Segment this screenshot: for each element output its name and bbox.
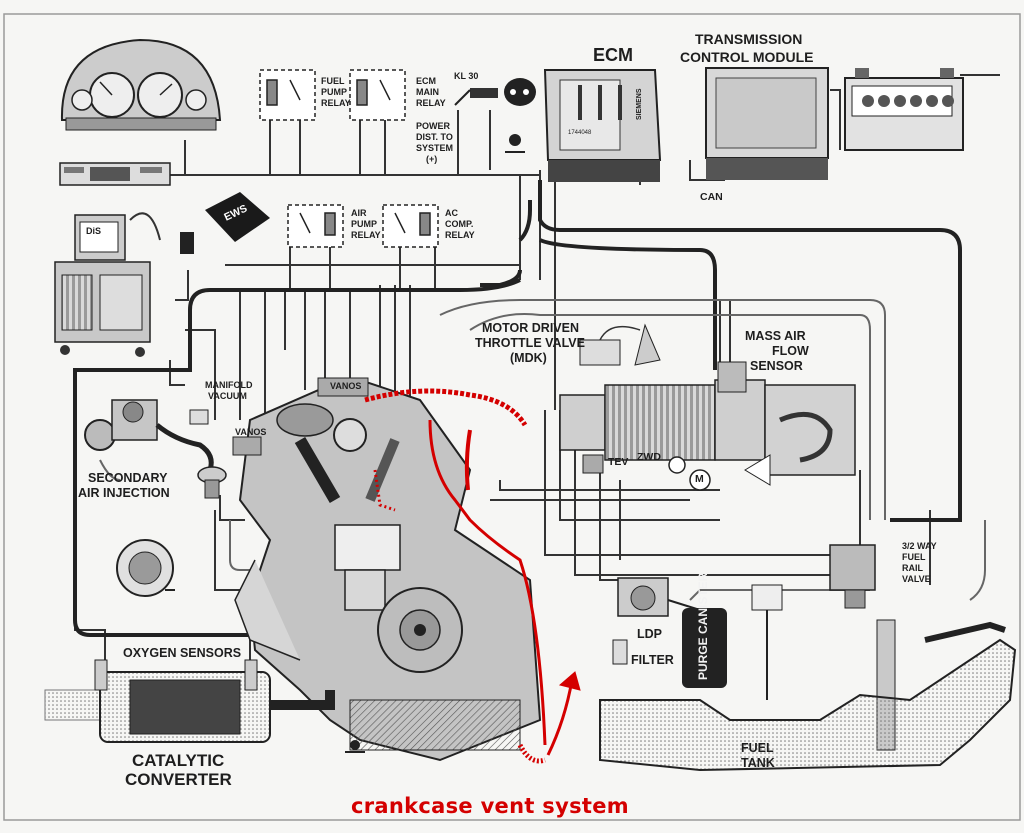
zwd-label: ZWD [637, 451, 661, 463]
evap-system [612, 577, 727, 688]
air-intake [559, 323, 856, 491]
manifold-vacuum-label-1: MANIFOLD [205, 380, 253, 390]
fuel-tank-label-1: FUEL [741, 741, 774, 755]
ews-module [205, 192, 270, 242]
ac-relay-label-3: RELAY [445, 230, 475, 240]
fuel-tank [599, 584, 1017, 772]
ecm-unit [543, 69, 662, 182]
maf-label-1: MASS AIR [745, 329, 806, 343]
ecm-main-relay-label-2: MAIN [416, 87, 439, 97]
ecm-main-relay-label-1: ECM [416, 76, 436, 86]
harness [73, 180, 962, 637]
power-dist-label-2: DIST. TO [416, 132, 453, 142]
fuel-rail-label-1: 3/2 WAY [902, 541, 937, 551]
siemens-logo-text: SIEMENS [636, 88, 643, 120]
manifold-vacuum-label-2: VACUUM [208, 391, 247, 401]
power-dist-label-3: SYSTEM [416, 143, 454, 153]
relays [259, 69, 439, 248]
ignition-key [454, 78, 536, 153]
secondary-air-label-2: AIR INJECTION [78, 486, 170, 500]
instrument-cluster [60, 38, 222, 131]
ecm-main-relay-label-3: RELAY [416, 98, 446, 108]
tcm-label-line1: TRANSMISSION [695, 31, 803, 47]
fuel-rail-label-3: RAIL [902, 563, 923, 573]
fuel-tank-label-2: TANK [741, 756, 775, 770]
tcm-label-line2: CONTROL MODULE [680, 49, 814, 65]
secondary-air-pump [84, 399, 227, 499]
purge-canister-label: PURGE CANISTER [696, 572, 710, 680]
control-panel [59, 162, 171, 186]
maf-label-3: SENSOR [750, 359, 803, 373]
ecm-label: ECM [593, 45, 633, 65]
dis-label: DiS [86, 226, 102, 236]
fuel-pump-relay-label-1: FUEL [321, 76, 345, 86]
maf-label-2: FLOW [772, 344, 809, 358]
ac-relay-label-1: AC [445, 208, 458, 218]
catalytic-label-1: CATALYTIC [132, 751, 225, 770]
ac-relay-label-2: COMP. [445, 219, 474, 229]
dis-tester [54, 212, 194, 357]
air-pump-relay-label-2: PUMP [351, 219, 378, 229]
motor-m-label: M [695, 473, 704, 485]
fuel-pump-relay-label-3: RELAY [321, 98, 351, 108]
fuel-rail-label-2: FUEL [902, 552, 926, 562]
catalytic-label-2: CONVERTER [125, 770, 232, 789]
vacuum-hoses [99, 299, 986, 601]
kl30-label: KL 30 [454, 71, 479, 81]
ecm-part-number: 1744048 [568, 130, 592, 136]
oxygen-sensors-label: OXYGEN SENSORS [123, 646, 242, 660]
vanos-label-upper: VANOS [330, 381, 362, 391]
page-border [3, 13, 1021, 821]
secondary-air-label-1: SECONDARY [88, 471, 168, 485]
tcm-unit [705, 67, 829, 180]
can-label: CAN [700, 191, 723, 203]
sensor-pulley [116, 539, 175, 597]
motor-throttle-label-3: (MDK) [510, 351, 547, 365]
air-pump-relay-label-3: RELAY [351, 230, 381, 240]
crankcase-vent-overlay [364, 388, 581, 764]
power-dist-label-1: POWER [416, 121, 451, 131]
vanos-label-lower: VANOS [235, 427, 267, 437]
wiring [74, 74, 1000, 660]
fuel-pump-relay-label-2: PUMP [321, 87, 348, 97]
catalytic-converter [44, 659, 335, 743]
tev-label: TEV [608, 456, 629, 468]
motor-throttle-label-1: MOTOR DRIVEN [482, 321, 579, 335]
power-dist-label-4: (+) [426, 154, 438, 164]
air-pump-relay-label-1: AIR [351, 208, 367, 218]
filter-label: FILTER [631, 653, 674, 667]
battery [844, 68, 964, 151]
ldp-label: LDP [637, 627, 662, 641]
crankcase-vent-annotation: crankcase vent system [351, 794, 629, 818]
fuel-rail-label-4: VALVE [902, 574, 931, 584]
motor-throttle-label-2: THROTTLE VALVE [475, 336, 585, 350]
